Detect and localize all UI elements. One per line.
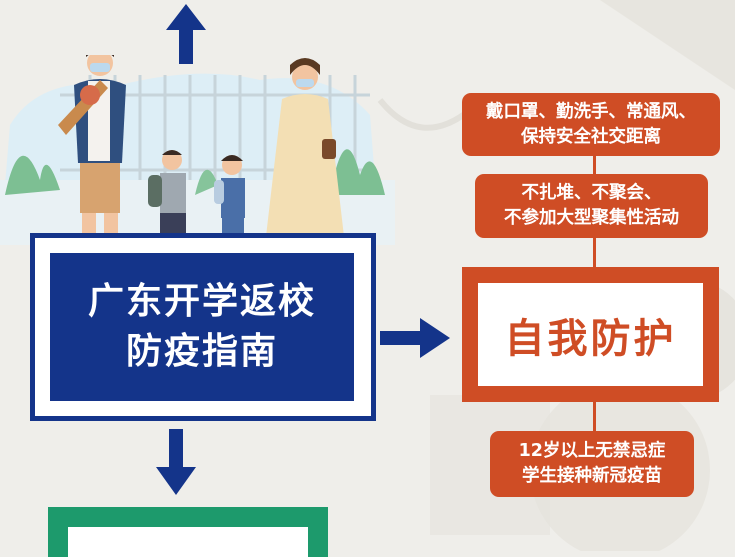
tip-vaccination: 12岁以上无禁忌症 学生接种新冠疫苗 (490, 431, 694, 497)
main-title-box: 广东开学返校 防疫指南 (50, 253, 354, 401)
tip-3-line-2: 学生接种新冠疫苗 (522, 466, 662, 486)
tip-2-line-1: 不扎堆、不聚会、 (521, 183, 662, 203)
tip-1-line-1: 戴口罩、勤洗手、常通风、 (486, 101, 696, 122)
tip-masks-distancing: 戴口罩、勤洗手、常通风、 保持安全社交距离 (462, 93, 720, 156)
tip-no-gathering: 不扎堆、不聚会、 不参加大型聚集性活动 (475, 174, 708, 238)
family-illustration (0, 55, 395, 245)
next-section-box (68, 527, 308, 557)
connector-line (593, 156, 596, 174)
self-protection-title: 自我防护 (504, 315, 677, 362)
main-title-line-1: 广东开学返校 (87, 281, 316, 322)
tip-2-line-2: 不参加大型聚集性活动 (504, 208, 679, 228)
arrow-up-icon (166, 4, 206, 64)
self-protection-box: 自我防护 (478, 283, 703, 386)
main-title-line-2: 防疫指南 (125, 331, 278, 372)
tip-1-line-2: 保持安全社交距离 (521, 126, 661, 147)
arrow-right-icon (380, 318, 450, 358)
connector-line (593, 402, 596, 431)
arrow-down-icon (156, 429, 196, 495)
tip-3-line-1: 12岁以上无禁忌症 (518, 441, 666, 461)
connector-line (593, 238, 596, 267)
